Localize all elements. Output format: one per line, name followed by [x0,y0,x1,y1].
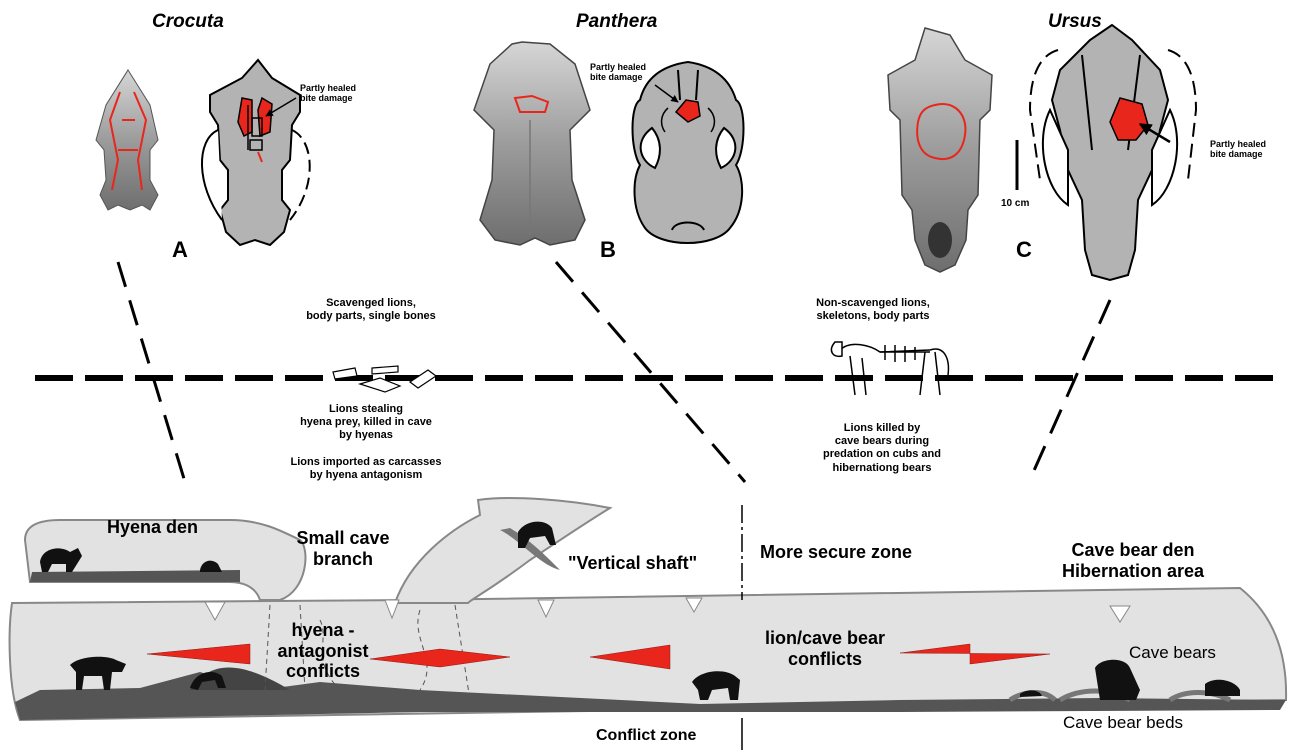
label-conflict-zone: Conflict zone [596,727,696,745]
connector-line-b [556,262,745,482]
label-hyena-den: Hyena den [107,517,198,538]
note-non-scavenged: Non-scavenged lions,skeletons, body part… [808,297,938,323]
genus-crocuta: Crocuta [152,11,224,33]
panel-label-a: A [172,237,188,262]
label-vertical-shaft: "Vertical shaft" [568,553,697,574]
panthera-skull-photo [474,42,590,245]
crocuta-skull-photo [96,70,158,210]
genus-ursus: Ursus [1048,11,1102,33]
note-scavenged: Scavenged lions,body parts, single bones [306,297,436,323]
label-secure-zone: More secure zone [760,542,912,563]
genus-panthera: Panthera [576,11,657,33]
scale-label: 10 cm [1001,198,1029,209]
label-cave-bears: Cave bears [1129,643,1216,663]
ursus-skull-drawing [1030,25,1196,280]
connector-line-c [1032,300,1110,475]
label-cave-bear-beds: Cave bear beds [1063,713,1183,733]
connector-line-a [118,262,185,482]
panel-label-b: B [600,237,616,262]
crocuta-skull-drawing [202,60,310,245]
lion-skeleton-icon [831,342,948,395]
ursus-skull-photo [888,28,992,272]
vertical-shaft [395,498,610,603]
panel-label-c: C [1016,237,1032,262]
panthera-skull-drawing [633,62,744,243]
